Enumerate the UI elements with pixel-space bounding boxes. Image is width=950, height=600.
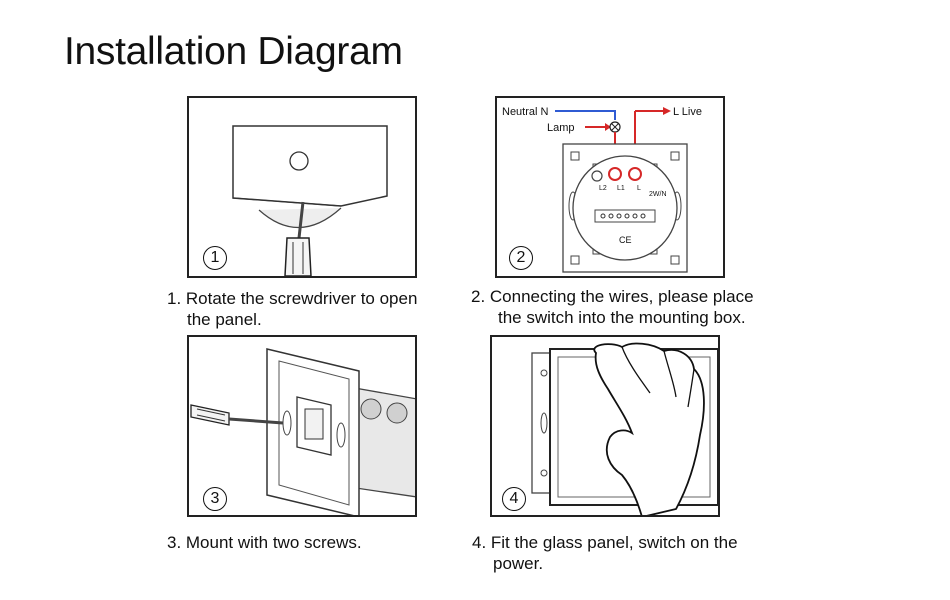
step-4-caption-line2: power. — [493, 554, 544, 573]
lamp-label: Lamp — [547, 122, 575, 134]
neutral-label: Neutral N — [502, 106, 549, 118]
terminal-l1-label: L1 — [617, 185, 625, 192]
step-1-number-badge: 1 — [203, 246, 227, 270]
terminal-l-label: L — [637, 185, 641, 192]
step-3-panel: 3 — [187, 335, 417, 517]
step-2-panel: Neutral N Lamp L Live — [495, 96, 725, 278]
rating-label: 2W/N — [649, 191, 667, 198]
ce-mark: CE — [619, 235, 632, 245]
step-2-caption-line1: 2. Connecting the wires, please place — [471, 287, 754, 306]
mounting-screws-illustration — [190, 348, 415, 515]
step-3-number-badge: 3 — [203, 487, 227, 511]
step-1-caption-line1: 1. Rotate the screwdriver to open — [167, 289, 418, 308]
step-4-panel: 4 — [490, 335, 720, 517]
wiring-illustration: Neutral N Lamp L Live — [502, 106, 702, 273]
screwdriver-opening-illustration — [232, 125, 388, 276]
step-4-caption-line1: 4. Fit the glass panel, switch on the — [472, 533, 738, 552]
step-4-number-badge: 4 — [502, 487, 526, 511]
step-1-caption-line2: the panel. — [187, 310, 262, 329]
step-3-caption-line1: 3. Mount with two screws. — [167, 533, 362, 552]
terminal-l2-label: L2 — [599, 185, 607, 192]
step-3-caption: 3. Mount with two screws. — [167, 532, 362, 553]
step-2-caption: 2. Connecting the wires, please place th… — [471, 286, 754, 328]
step-2-number-badge: 2 — [509, 246, 533, 270]
glass-panel-fit-illustration — [531, 342, 718, 515]
step-1-caption: 1. Rotate the screwdriver to open the pa… — [167, 288, 417, 330]
step-2-caption-line2: the switch into the mounting box. — [498, 308, 746, 327]
step-4-caption: 4. Fit the glass panel, switch on the po… — [472, 532, 738, 574]
live-label: L Live — [673, 106, 702, 118]
step-1-panel: 1 — [187, 96, 417, 278]
page-title: Installation Diagram — [64, 30, 403, 73]
